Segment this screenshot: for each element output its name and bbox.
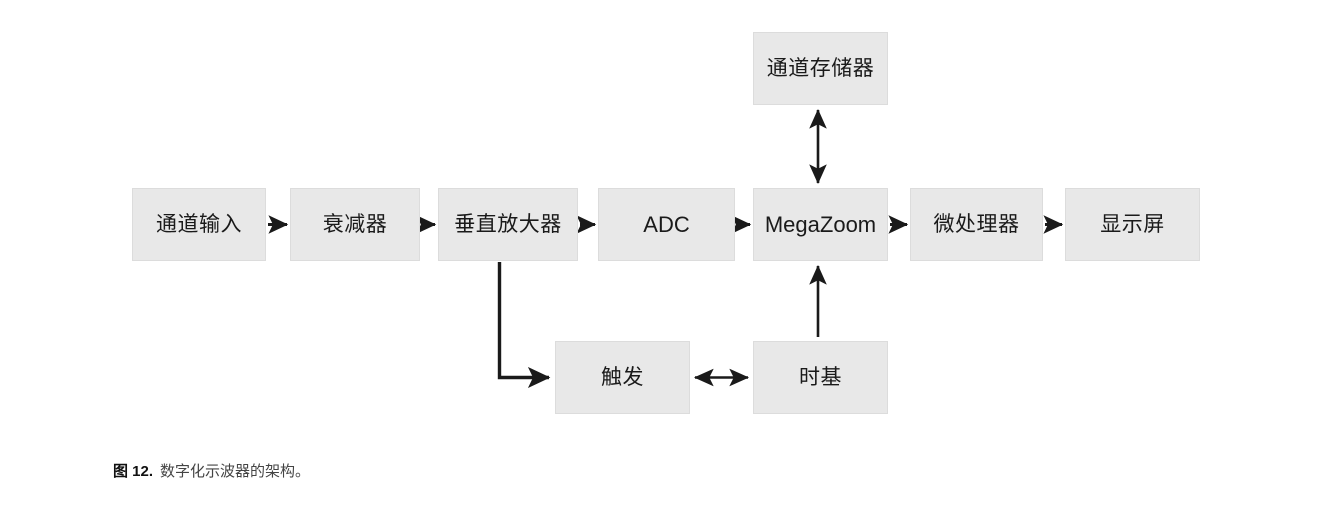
- node-label: 衰减器: [322, 213, 388, 236]
- connector-vertical-amplifier-to-trigger: [497, 262, 551, 389]
- node-label: 通道输入: [156, 213, 242, 236]
- node-vertical-amplifier[interactable]: 垂直放大器: [438, 188, 578, 261]
- node-channel-input[interactable]: 通道输入: [132, 188, 266, 261]
- node-label: 通道存储器: [766, 57, 875, 80]
- node-trigger[interactable]: 触发: [555, 341, 690, 414]
- node-label: MegaZoom: [764, 211, 877, 237]
- figure-caption: 图 12. 数字化示波器的架构。: [113, 460, 310, 481]
- node-adc[interactable]: ADC: [598, 188, 735, 261]
- figure-caption-text: 数字化示波器的架构。: [160, 463, 311, 480]
- node-label: 时基: [799, 366, 842, 389]
- node-megazoom[interactable]: MegaZoom: [753, 188, 888, 261]
- node-label: 触发: [601, 366, 644, 389]
- node-attenuator[interactable]: 衰减器: [290, 188, 420, 261]
- node-label: ADC: [643, 211, 690, 237]
- node-display[interactable]: 显示屏: [1065, 188, 1200, 261]
- node-label: 显示屏: [1100, 213, 1165, 236]
- node-label: 微处理器: [933, 213, 1020, 236]
- figure-caption-label: 图 12.: [113, 463, 154, 480]
- node-timebase[interactable]: 时基: [753, 341, 888, 414]
- node-label: 垂直放大器: [454, 213, 562, 236]
- node-microprocessor[interactable]: 微处理器: [910, 188, 1043, 261]
- node-channel-memory[interactable]: 通道存储器: [753, 32, 888, 105]
